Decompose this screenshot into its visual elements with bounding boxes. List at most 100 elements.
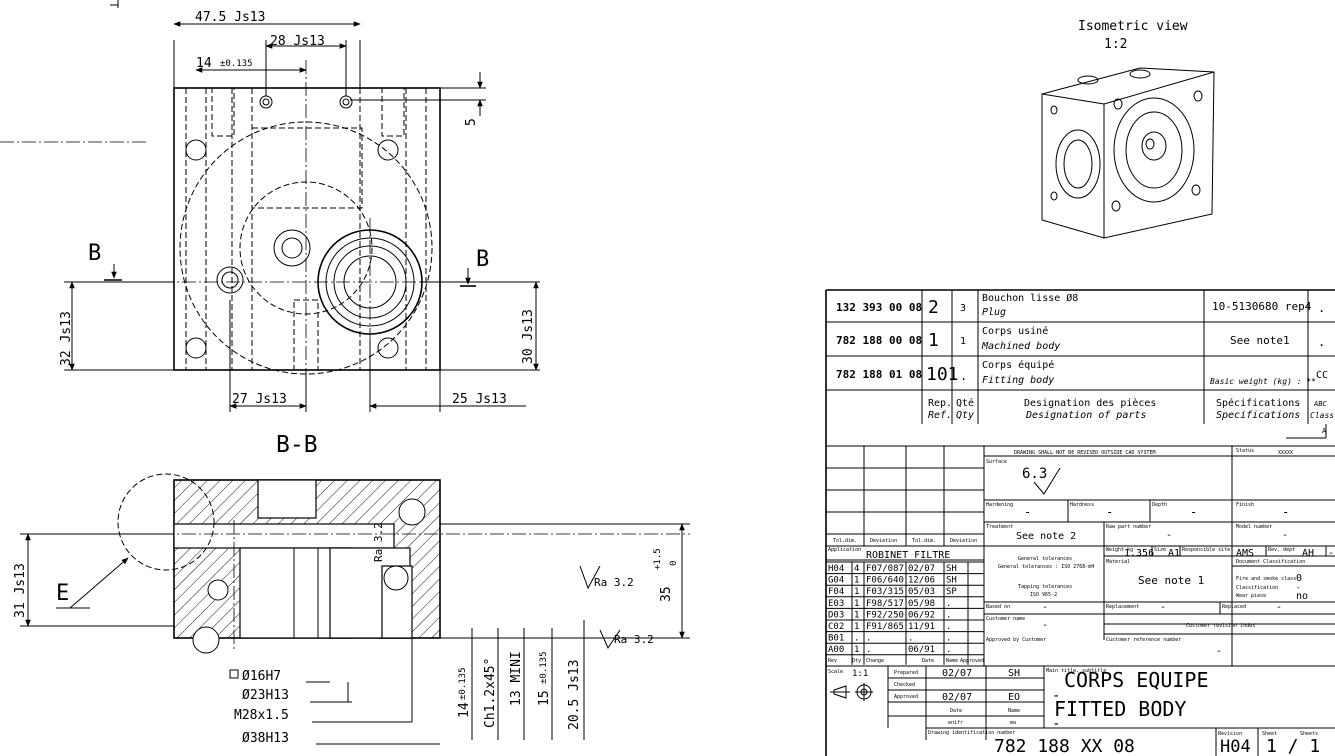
title-fr: CORPS EQUIPE [1064,668,1209,692]
rev-name: . [946,634,951,644]
bom-rep-2: 1 [928,330,939,351]
toldim-1: Tol.dim. [833,538,857,544]
iso-scale: 1:2 [1104,37,1127,52]
enifr-lbl: enifr [948,720,963,726]
hdr-spec-fr: Spécifications [1216,397,1300,409]
revision-lbl: Revision [1218,731,1242,737]
approved-name: EO [1008,692,1020,703]
size-lbl: Size [1154,547,1166,553]
rev-change: F06/640 [866,576,904,586]
hdr-des-fr: Designation des pièces [1024,397,1156,409]
dash-2: - [1106,505,1113,519]
rev-name: SH [946,576,957,586]
dash-11: - [1276,602,1282,613]
title-en: FITTED BODY [1054,697,1186,721]
rev-qty: 1 [854,587,859,597]
dim-31: 31 Js13 [13,563,28,618]
bom-cls-1: . [1318,301,1325,315]
hardening-lbl: Hardening [986,502,1013,508]
vdim-20-5: 20.5 Js13 [567,660,582,730]
status-lbl: Status [1236,448,1254,454]
scale-val: 1:1 [852,669,868,679]
size-val: A1 [1168,548,1180,559]
dim-35: 35 [659,586,674,602]
rev-date: 05/98 [908,599,935,609]
rev-code: H04 [828,564,844,574]
dim-35-tol-up: +1.5 [653,548,663,570]
rev-date: 05/03 [908,587,935,597]
bom-spec-3: Basic weight (kg) : ** [1210,377,1316,386]
dash-4: - [1282,505,1289,519]
application-val: ROBINET FILTRE [866,550,950,561]
rev-name: SP [946,587,957,597]
bom-ref-2: 782 188 00 08 [836,334,922,347]
dim-47-5: 47.5 Js13 [195,10,265,25]
rev-header: Date [922,658,934,664]
rev-name: . [946,622,951,632]
cut-marker-right: B [476,247,489,272]
resp-val: AMS [1236,548,1254,559]
surface-lbl: Surface [986,459,1007,465]
roughness-3: Ra 3.2 [372,522,385,562]
bom-qty-1: 3 [960,303,966,314]
dim-25: 25 Js13 [452,392,507,407]
dash-12: - [1042,620,1048,631]
prepared-name: SH [1008,668,1020,679]
dash-3: - [1190,505,1197,519]
based-lbl: Based on [986,604,1010,610]
cust-ref-lbl: Customer reference number [1106,637,1181,643]
dash-en: - [1052,716,1060,732]
dash-8: - [1296,583,1301,592]
bom-qty-2: 1 [960,336,966,347]
section-title: B-B [276,432,318,458]
prepared-lbl: Prepared [894,670,918,676]
front-view: 47.5 Js13 28 Js13 14 ±0.135 5 32 Js13 30… [0,0,540,412]
roughness-2: Ra 3.2 [614,633,654,646]
wear-lbl: Wear piece [1236,593,1266,599]
hdr-rep-en: Ref. [928,410,952,421]
projection-symbol-icon [830,683,873,701]
rev-name: . [946,645,951,655]
rev-qty: 1 [854,645,859,655]
diam-16: Ø16H7 [242,669,281,684]
diam-m28: M28x1.5 [234,708,289,723]
customer-lbl: Customer name [986,616,1025,622]
rev-code: G04 [828,576,844,586]
sheets-lbl: Sheets [1300,731,1318,737]
hdr-des-en: Designation of parts [1025,410,1146,421]
dim-28: 28 Js13 [270,34,325,49]
rev-date: 06/91 [908,645,935,655]
approved-cust-lbl: Approved by Customer [986,637,1046,643]
bom-fr-2: Corps usiné [982,325,1048,337]
dash-7: - [1328,548,1334,559]
hdr-qty-en: Qty [956,410,974,421]
gen-tol-2: General tolerances : ISO 2768-mH [998,564,1094,570]
bom-fr-3: Corps équipé [982,359,1054,371]
dim-27: 27 Js13 [232,392,287,407]
prepared-date: 02/07 [942,668,972,679]
vdim-15-tol: ±0.135 [539,651,549,684]
rev-qty: 1 [854,610,859,620]
raw-lbl: Raw part number [1106,524,1151,530]
vdim-14-tol: ±0.135 [458,667,468,700]
gen-tol-1: General tolerances [1018,556,1072,562]
rev-code: F04 [828,587,844,597]
rev-code: C02 [828,622,844,632]
rev-change: F91/865 [866,622,904,632]
rev-change: . [866,645,871,655]
hdr-qty-fr: Qté [956,397,974,409]
sheet-val: 1 / 1 [1266,736,1320,756]
main-title-lbl: Main title, subtitle [1046,668,1106,674]
fire-lbl: Fire and smoke class [1236,576,1296,582]
deviation-1: Deviation [870,538,897,544]
approved-lbl: Approved [894,694,918,700]
title-block: Tol.dim. Deviation Tol.dim. Deviation DR… [825,446,1335,756]
dim-32: 32 Js13 [59,311,74,366]
rev-code: D03 [828,610,844,620]
sheet-lbl: Sheet [1262,731,1277,737]
vdim-ch: Ch1.2x45° [483,658,498,728]
drawing-id: 782 188 XX 08 [994,736,1135,756]
rev-change: . [866,634,871,644]
hdr-cls-1: ABC [1313,400,1327,408]
dash-1: - [1024,505,1031,519]
